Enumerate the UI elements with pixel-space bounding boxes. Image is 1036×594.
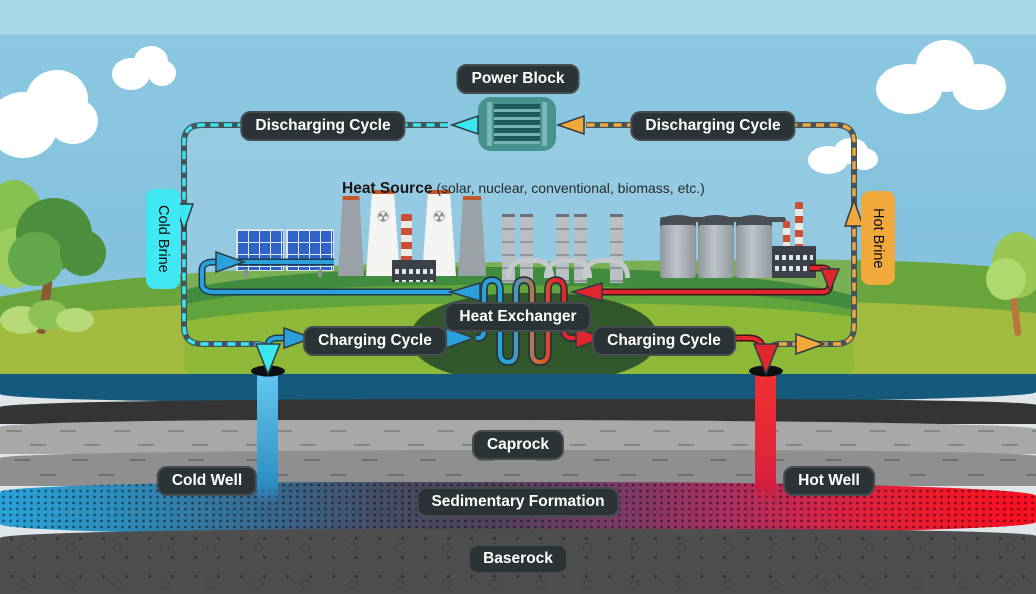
pipe-arch xyxy=(582,258,630,278)
cold-well-shaft xyxy=(257,372,278,504)
sedimentary-formation-label: Sedimentary Formation xyxy=(416,487,620,517)
discharging-cycle-label-right: Discharging Cycle xyxy=(630,111,796,141)
cloud-puff xyxy=(48,98,98,144)
tree-foliage xyxy=(60,230,106,276)
cloud-puff xyxy=(148,60,176,86)
generator-side-bar xyxy=(487,102,492,146)
heat-source-detail: (solar, nuclear, conventional, biomass, … xyxy=(432,180,705,196)
tree-group-left xyxy=(0,170,112,340)
solar-panel xyxy=(236,229,284,271)
cooling-tower xyxy=(338,196,364,276)
layer-water xyxy=(0,374,1036,402)
cloud xyxy=(112,44,178,90)
tree-right xyxy=(986,232,1036,342)
striped-chimney xyxy=(795,202,803,248)
silo xyxy=(660,225,696,278)
generator-coil-bars xyxy=(494,104,540,144)
caprock-label: Caprock xyxy=(471,430,565,460)
plant-building xyxy=(392,260,436,282)
heat-source-caption: Heat Source (solar, nuclear, conventiona… xyxy=(342,180,705,198)
baserock-label: Baserock xyxy=(468,544,568,574)
factory xyxy=(770,201,830,281)
nuclear-plant: ☢ ☢ xyxy=(334,187,494,283)
discharging-cycle-label-left: Discharging Cycle xyxy=(240,111,406,141)
solar-panel xyxy=(286,229,334,271)
surface-plant-scene: ☢ ☢ xyxy=(184,127,854,375)
cloud xyxy=(876,38,1010,114)
hot-well-shaft xyxy=(755,372,776,504)
cloud-puff xyxy=(850,148,878,170)
power-block-label: Power Block xyxy=(456,64,580,94)
silo xyxy=(736,225,772,278)
solar-leg xyxy=(244,269,248,277)
power-block-generator-icon xyxy=(478,97,556,151)
charging-cycle-label-right: Charging Cycle xyxy=(592,326,736,356)
striped-chimney xyxy=(783,221,790,249)
silo xyxy=(698,225,734,278)
factory-building xyxy=(772,246,816,278)
cloud xyxy=(0,62,108,158)
heat-source-title: Heat Source xyxy=(342,180,433,197)
bushes-left xyxy=(0,296,100,340)
cloud-puff xyxy=(952,64,1006,110)
tree-foliage xyxy=(986,258,1026,300)
layer-topsoil-dark xyxy=(0,399,1036,424)
solar-leg xyxy=(318,269,322,277)
heat-exchanger-label: Heat Exchanger xyxy=(444,302,592,332)
charging-cycle-label-left: Charging Cycle xyxy=(303,326,447,356)
cooling-tower xyxy=(458,196,486,276)
conventional-plant xyxy=(496,212,636,283)
cold-brine-label: Cold Brine xyxy=(146,189,180,289)
hot-well-label: Hot Well xyxy=(783,466,875,496)
generator-side-bar xyxy=(542,102,547,146)
bush xyxy=(56,308,94,332)
cold-well-label: Cold Well xyxy=(156,466,258,496)
layer-baserock xyxy=(0,529,1036,594)
hot-brine-label: Hot Brine xyxy=(861,191,895,285)
tree-foliage xyxy=(8,232,64,286)
radiation-icon: ☢ xyxy=(376,208,390,226)
solar-plant xyxy=(236,227,336,277)
